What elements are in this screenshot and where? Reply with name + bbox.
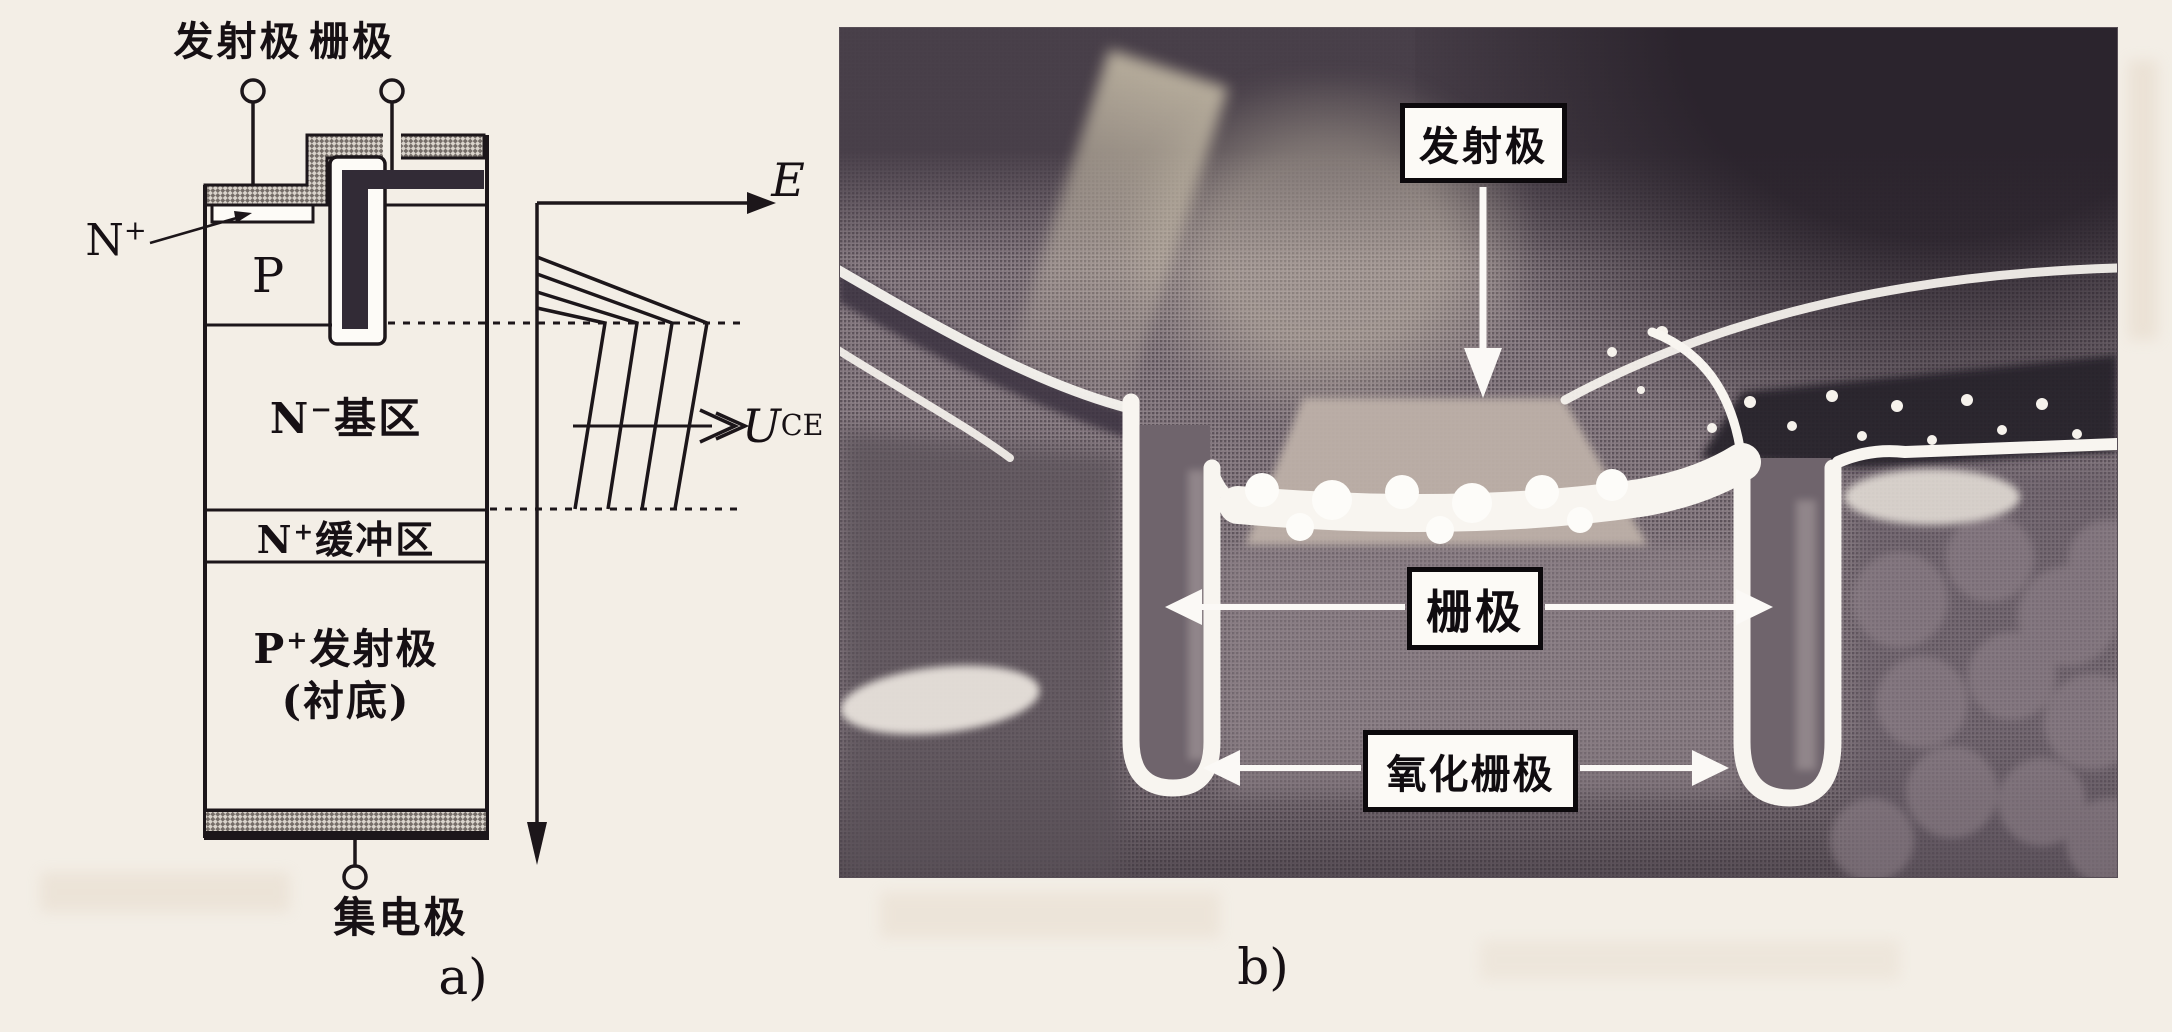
photo-gate-oxide-label-box: 氧化栅极 (1363, 730, 1578, 812)
collector-terminal-label: 集电极 (333, 892, 469, 942)
uce-arrow-chevron-1 (699, 408, 740, 444)
trench-gate-poly (342, 170, 484, 329)
collector-metal-edge (204, 832, 489, 840)
right-trench-white-outline (1733, 443, 1842, 807)
sem-photo-overlay (840, 187, 2117, 877)
efield-plot (388, 192, 776, 865)
efield-curve-1 (536, 255, 709, 510)
n-base-label: N−基区 (269, 393, 423, 443)
right-trench-highlight (1796, 500, 1816, 770)
efield-curve-3 (536, 290, 639, 510)
collector-terminal-circle (342, 864, 368, 890)
page-bleed-ghost (2128, 60, 2158, 340)
e-axis-arrowhead (747, 192, 776, 214)
right-trench-descent-line (1647, 327, 1745, 453)
gate-terminal-label: 栅极 (309, 18, 395, 65)
caption-b: b) (1237, 938, 1289, 996)
oxide-arrowhead-right (1692, 750, 1729, 786)
collector-metal (204, 810, 488, 833)
page-bleed-ghost (1480, 940, 1900, 980)
photo-gate-label-box: 栅极 (1407, 567, 1543, 650)
caption-a: a) (438, 948, 488, 1006)
igbt-cross-section (149, 78, 489, 890)
p-substrate-label-line2: (衬底) (281, 677, 411, 725)
gate-terminal-circle (379, 78, 405, 104)
left-bright-layer-oval (840, 665, 1040, 735)
oxide-arrowhead-left (1203, 750, 1240, 786)
photo-annotation-arrows (1165, 187, 1773, 786)
dark-speckled-band (1700, 355, 2117, 468)
right-bright-layer-oval (1844, 469, 2020, 525)
n-plus-pointer-line (149, 215, 241, 245)
right-surface-line (1832, 438, 2117, 468)
photo-emitter-label-box: 发射极 (1400, 103, 1567, 183)
right-upper-arc (1560, 263, 2117, 405)
gate-arrowhead-left (1165, 589, 1202, 625)
page-bleed-ghost (40, 872, 290, 912)
p-substrate-label-line1: P+发射极 (253, 624, 439, 673)
e-axis-label: E (771, 153, 805, 207)
efield-curve-4 (536, 306, 607, 510)
page-bleed-ghost (880, 892, 1220, 938)
left-surface-line-upper (840, 265, 1133, 413)
n-plus-label: N+ (85, 214, 147, 266)
cobblestone-texture (1830, 514, 2117, 877)
emitter-arrowhead (1464, 348, 1502, 398)
emitter-terminal-circle (240, 78, 266, 104)
right-trench-interior (1744, 458, 1831, 790)
efield-curve-2 (536, 272, 674, 510)
lower-left-dark-region (840, 430, 1122, 877)
emitter-terminal-label: 发射极 (173, 18, 303, 65)
n-buffer-label: N+缓冲区 (256, 516, 436, 562)
uce-arrow-chevron-2 (715, 411, 750, 441)
gate-arrowhead-right (1736, 589, 1773, 625)
depth-axis-arrowhead (527, 822, 547, 865)
n-plus-pointer-arrowhead (234, 211, 252, 223)
contact-blobs (1245, 469, 1628, 544)
p-region-label: P (251, 248, 285, 304)
left-surface-line-lower (840, 346, 1014, 462)
left-trench-white-outline (1122, 393, 1221, 797)
